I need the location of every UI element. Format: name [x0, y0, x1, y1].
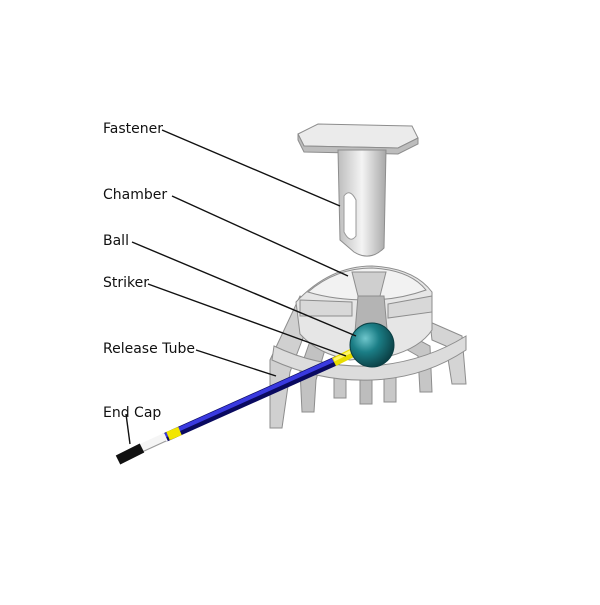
tube-band — [166, 426, 182, 441]
fastener-slot — [343, 192, 357, 240]
leader-fastener — [161, 129, 341, 207]
leader-chamber — [171, 195, 349, 277]
chamber-ledge-right — [387, 295, 433, 319]
fastener-plate-side — [297, 133, 419, 155]
leader-release-tube — [195, 349, 277, 377]
leader-lines — [125, 129, 357, 445]
release-tube-part — [140, 355, 340, 453]
tube-body-highlight — [163, 356, 339, 438]
label-end-cap: End Cap — [103, 405, 162, 421]
leader-striker — [147, 283, 347, 357]
tube-gap-edge — [141, 440, 167, 453]
leader-ball — [131, 241, 357, 337]
end-cap-body — [115, 443, 145, 465]
tube-gap — [140, 432, 168, 453]
label-striker: Striker — [103, 275, 149, 291]
fastener-plate-top — [297, 123, 419, 149]
label-release-tube: Release Tube — [103, 341, 195, 357]
chamber-ledge-left — [299, 299, 353, 317]
label-fastener: Fastener — [103, 121, 163, 137]
fin-mid-1 — [359, 379, 373, 405]
ball-part — [349, 322, 395, 368]
leader-end-cap — [125, 413, 131, 445]
label-chamber: Chamber — [103, 187, 168, 203]
fastener-part — [297, 123, 419, 257]
fin-mid-3 — [383, 375, 397, 403]
end-cap-part — [115, 443, 145, 465]
label-ball: Ball — [103, 233, 129, 249]
chamber-notch — [351, 271, 387, 297]
